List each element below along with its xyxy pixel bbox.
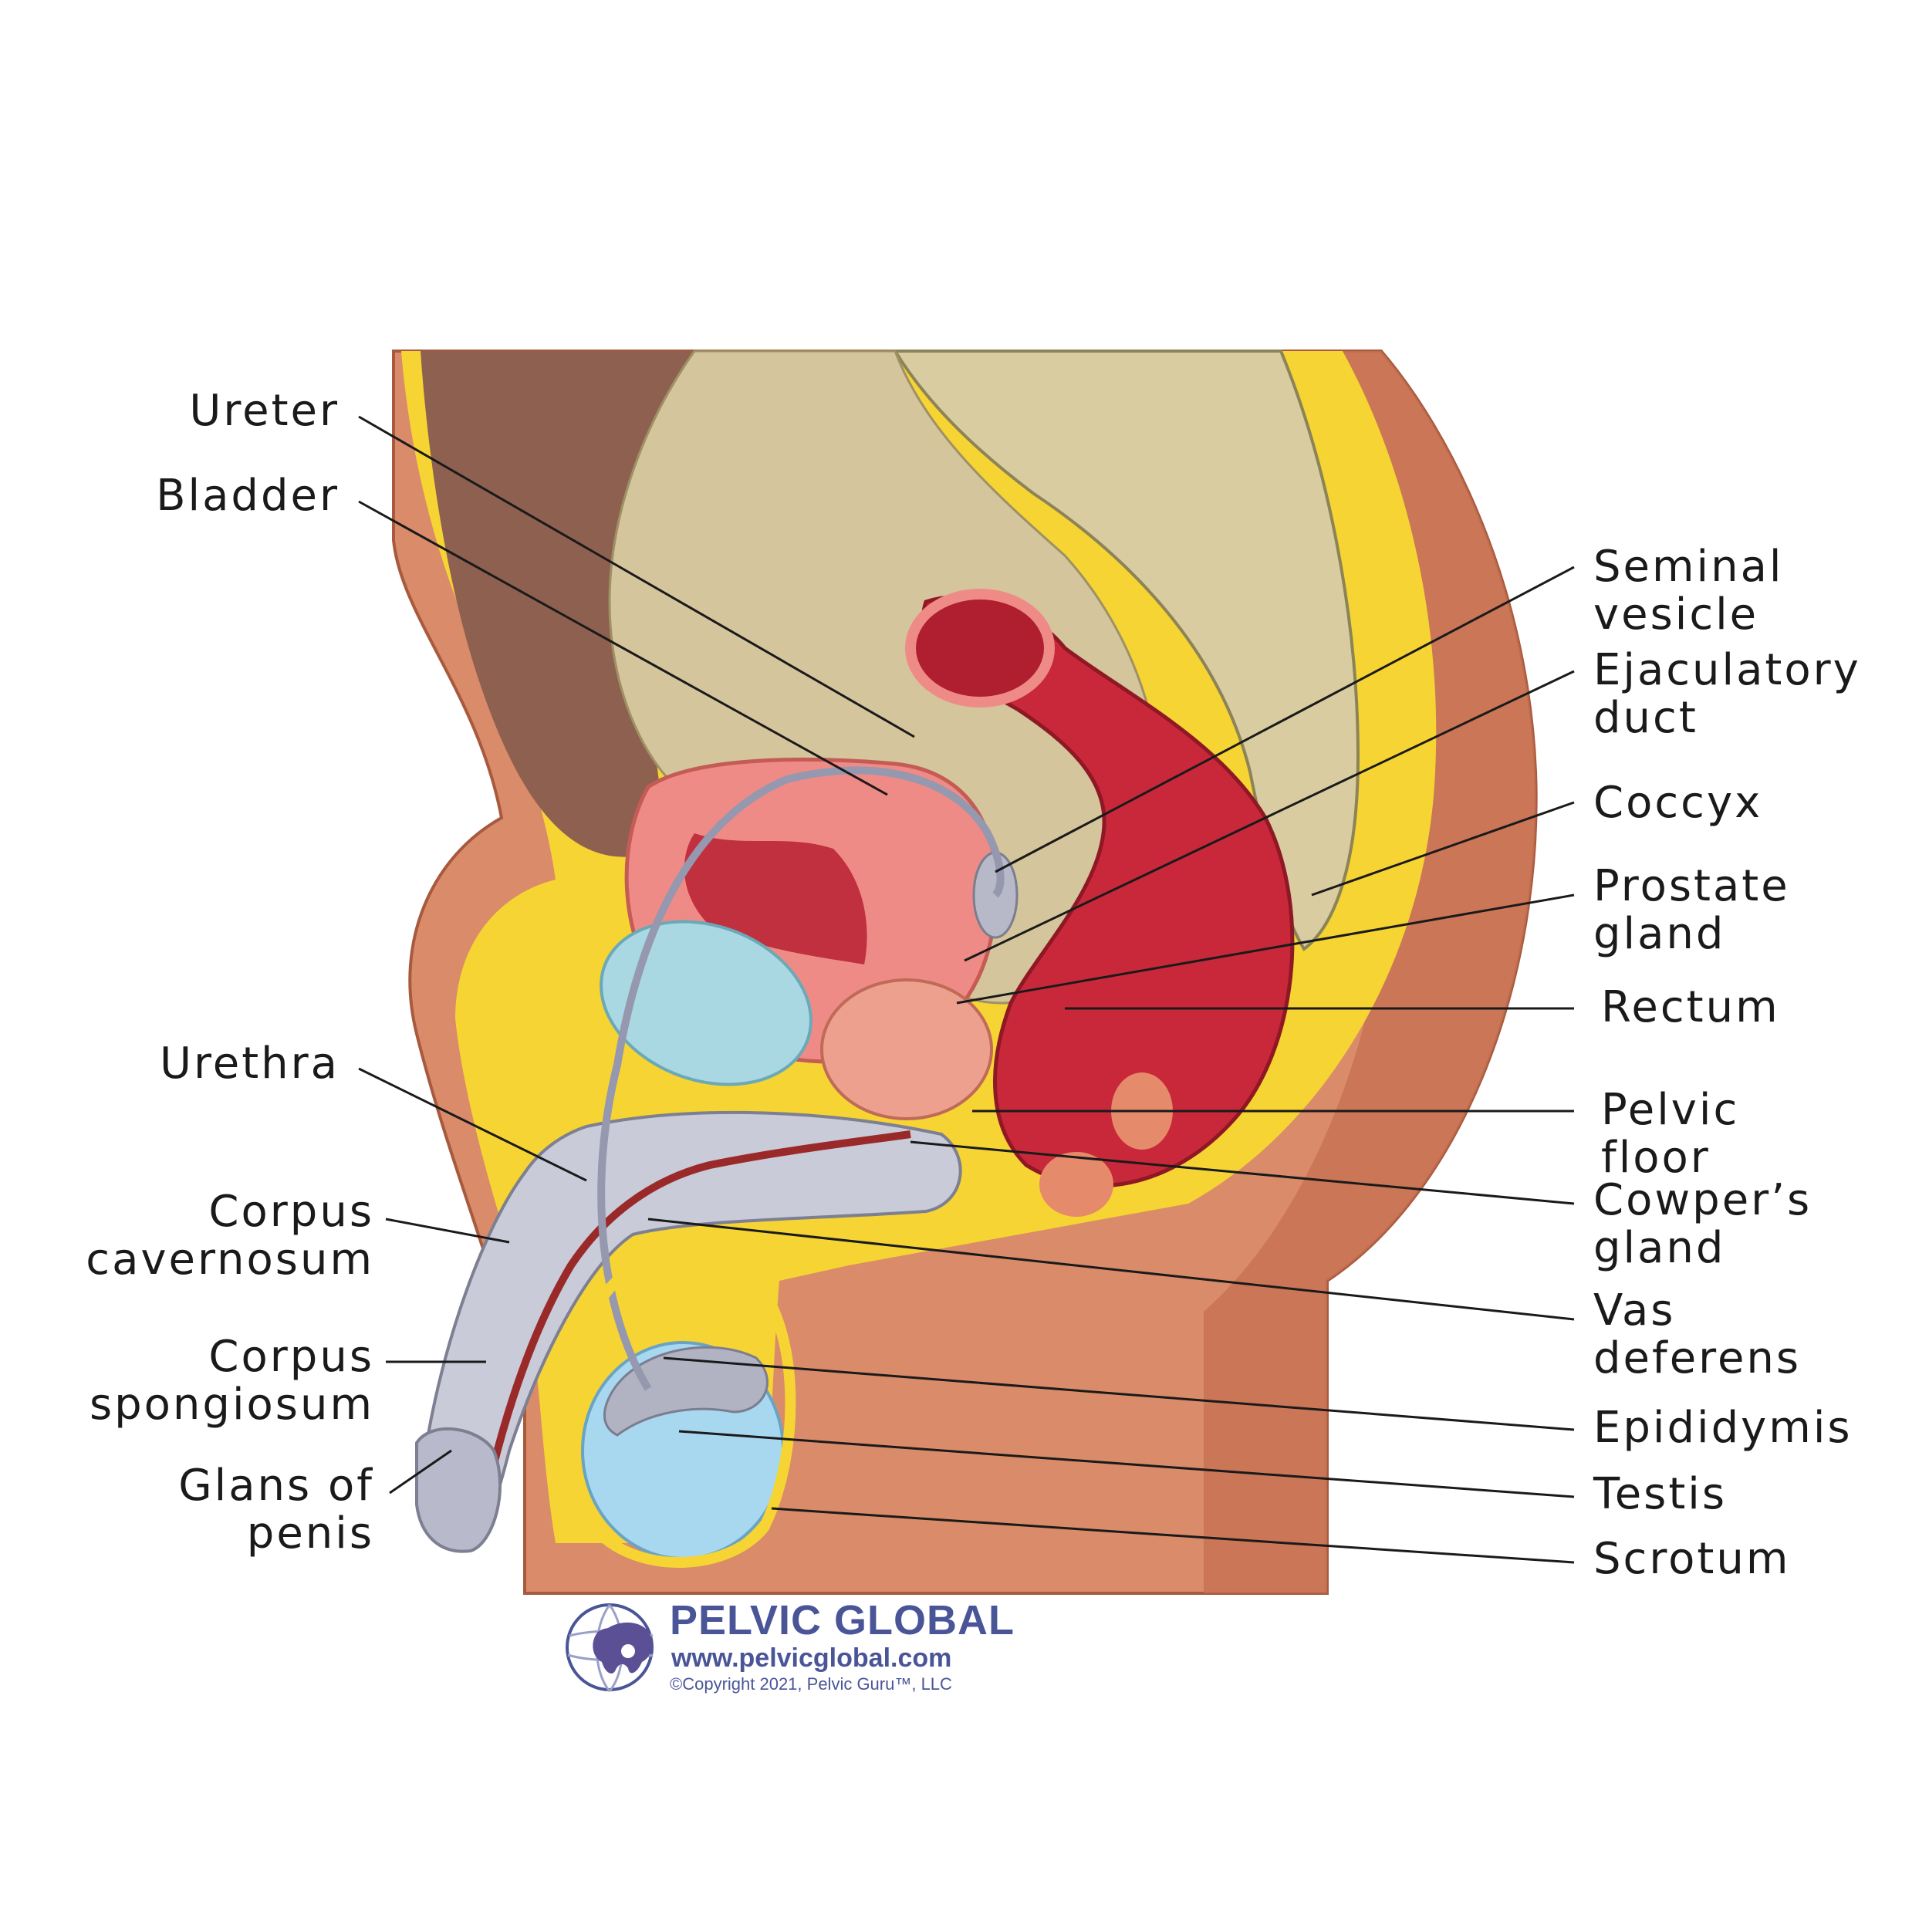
leader-glans (389, 1449, 452, 1495)
brand-name: PELVIC GLOBAL (670, 1597, 1015, 1643)
label-ejaculatory-duct: Ejaculatory duct (1593, 645, 1861, 743)
label-corpus-spongiosum: Corpus spongiosum (89, 1332, 374, 1430)
scrotum-outline (564, 1245, 796, 1568)
leader-corpus-cavernosum (385, 1218, 510, 1244)
brand-url[interactable]: www.pelvicglobal.com (671, 1643, 952, 1673)
leader-lines (358, 415, 1575, 1564)
epididymis-shape (603, 1346, 769, 1437)
label-corpus-cavernosum: Corpus cavernosum (86, 1187, 374, 1285)
leader-urethra (358, 1067, 587, 1182)
label-glans-of-penis: Glans of penis (178, 1461, 374, 1559)
vas-deferens-tube (597, 766, 1005, 1391)
leader-epididymis (663, 1356, 1575, 1431)
anal-sphincter (1039, 1152, 1113, 1217)
label-bladder: Bladder (156, 471, 340, 521)
label-cowpers-gland: Cowper’s gland (1593, 1175, 1812, 1273)
buttock-shade (1204, 351, 1536, 1593)
brand-copyright: ©Copyright 2021, Pelvic Guru™, LLC (670, 1674, 952, 1694)
abdominal-cavity (421, 351, 694, 857)
label-prostate-gland: Prostate gland (1593, 861, 1790, 959)
colon-lumen (905, 589, 1055, 708)
label-rectum: Rectum (1601, 982, 1780, 1032)
pubic-bone (600, 920, 812, 1086)
label-coccyx: Coccyx (1593, 778, 1763, 828)
penis-shaft (418, 1110, 962, 1549)
label-scrotum: Scrotum (1593, 1534, 1791, 1584)
label-ureter: Ureter (189, 386, 340, 436)
label-vas-deferens: Vas deferens (1593, 1285, 1802, 1383)
leader-ejaculatory-duct (964, 670, 1575, 962)
leader-cowpers-gland (910, 1140, 1575, 1205)
glans (415, 1427, 502, 1553)
leader-scrotum (771, 1507, 1575, 1564)
prostate-shape (820, 978, 993, 1120)
leader-seminal-vesicle (995, 566, 1575, 873)
label-pelvic-floor: Pelvic floor (1601, 1085, 1740, 1183)
label-epididymis: Epididymis (1593, 1403, 1853, 1453)
leader-bladder (358, 500, 888, 796)
brand-block: PELVIC GLOBAL www.pelvicglobal.com ©Copy… (562, 1597, 1040, 1697)
leader-coccyx (1311, 801, 1575, 897)
leader-ureter (358, 415, 915, 738)
label-urethra: Urethra (159, 1039, 340, 1089)
label-seminal-vesicle: Seminal vesicle (1593, 542, 1784, 640)
label-testis: Testis (1593, 1469, 1728, 1519)
leader-vas-deferens (647, 1218, 1575, 1321)
globe-pelvis-logo-icon (566, 1603, 654, 1692)
urethra-channel (475, 1130, 911, 1536)
leader-prostate (956, 893, 1575, 1005)
leader-testis (678, 1430, 1575, 1498)
